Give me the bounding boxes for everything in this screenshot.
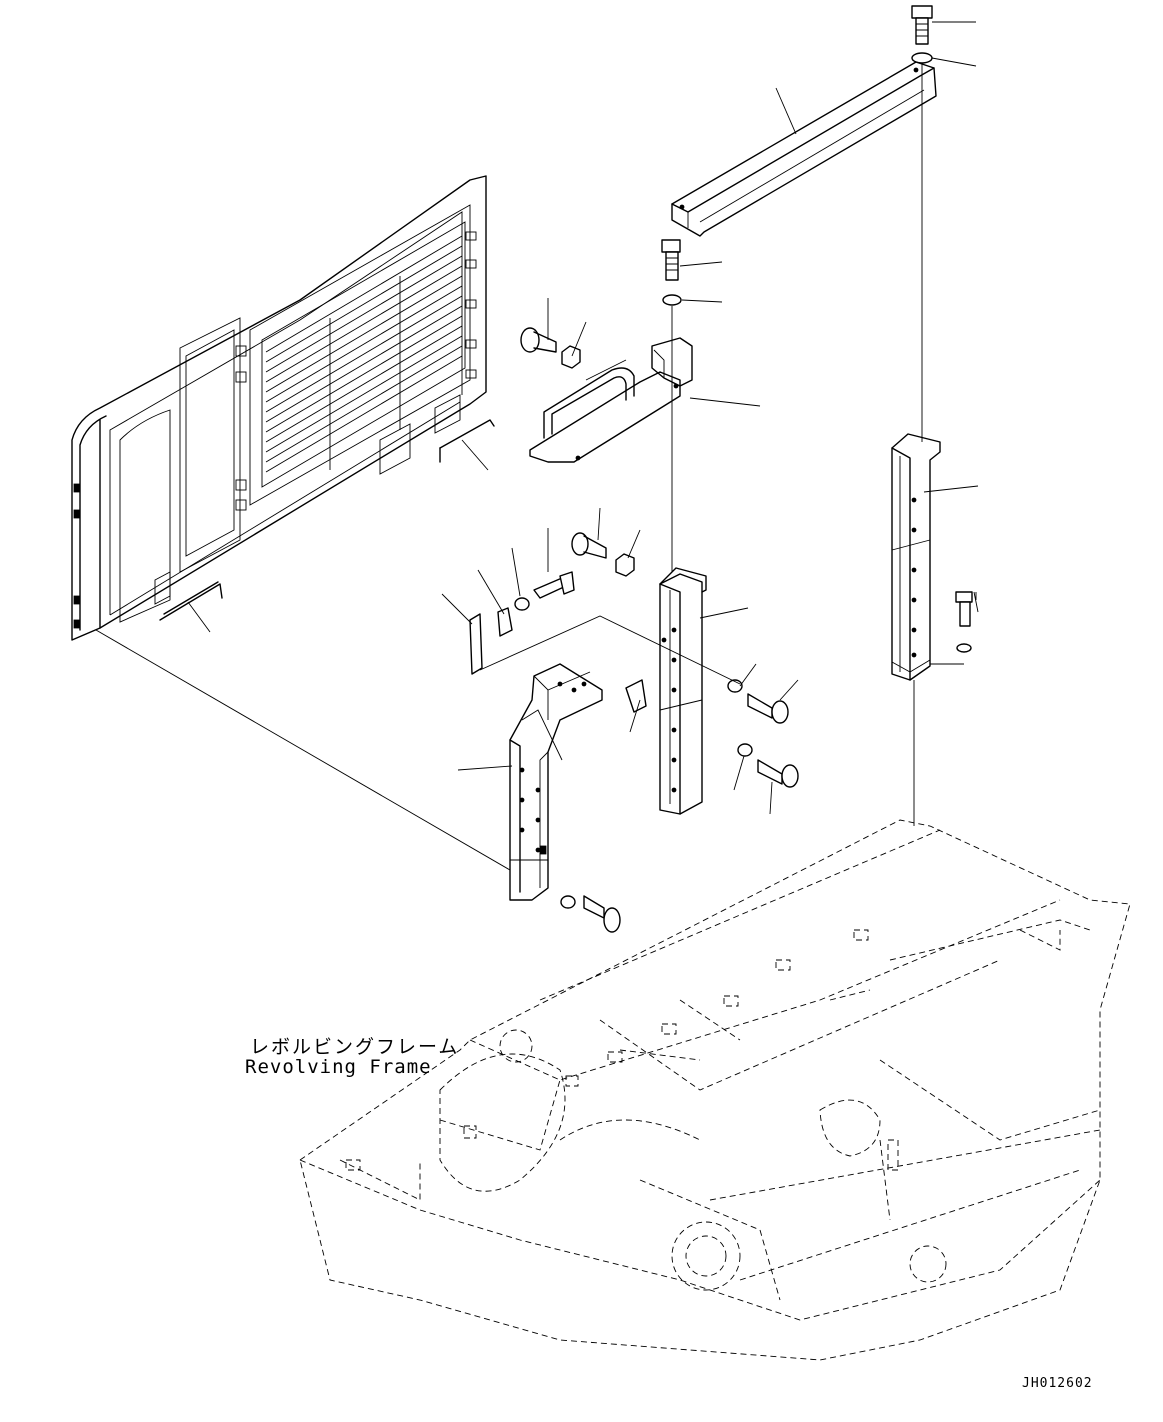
handle-nut [561, 345, 581, 369]
side-bolt-lower [757, 759, 799, 788]
top-washer [911, 52, 933, 64]
small-plate-a [469, 613, 483, 675]
right-stay-bolt [955, 591, 973, 653]
right-stay [891, 433, 941, 681]
top-bolt [911, 5, 933, 45]
revolving-frame [299, 819, 1131, 1361]
small-clip-b [625, 679, 647, 713]
mid-washer [662, 294, 682, 306]
center-upper-bolt [571, 532, 635, 577]
lower-bolt [583, 895, 621, 933]
assembly-lines [95, 64, 964, 871]
revolving-frame-label-en: Revolving Frame [245, 1056, 432, 1078]
side-washer-upper [727, 679, 743, 693]
revolving-frame-label-jp: レボルビングフレーム [250, 1036, 460, 1058]
stay-bolt-2 [514, 571, 575, 611]
leader-lines [187, 21, 979, 815]
drawing-id: JH012602 [1022, 1376, 1093, 1391]
left-stay [509, 663, 603, 901]
mid-bracket [529, 337, 693, 463]
lower-washer [560, 895, 576, 909]
cooler-panel-assembly [71, 175, 495, 641]
mid-bolt [661, 239, 681, 281]
handle-bolt [520, 327, 557, 353]
side-washer-lower [737, 743, 753, 757]
small-clip-a [497, 607, 513, 637]
center-stay [659, 567, 707, 815]
top-stay-beam [671, 61, 937, 237]
side-bolt-upper [747, 693, 789, 724]
